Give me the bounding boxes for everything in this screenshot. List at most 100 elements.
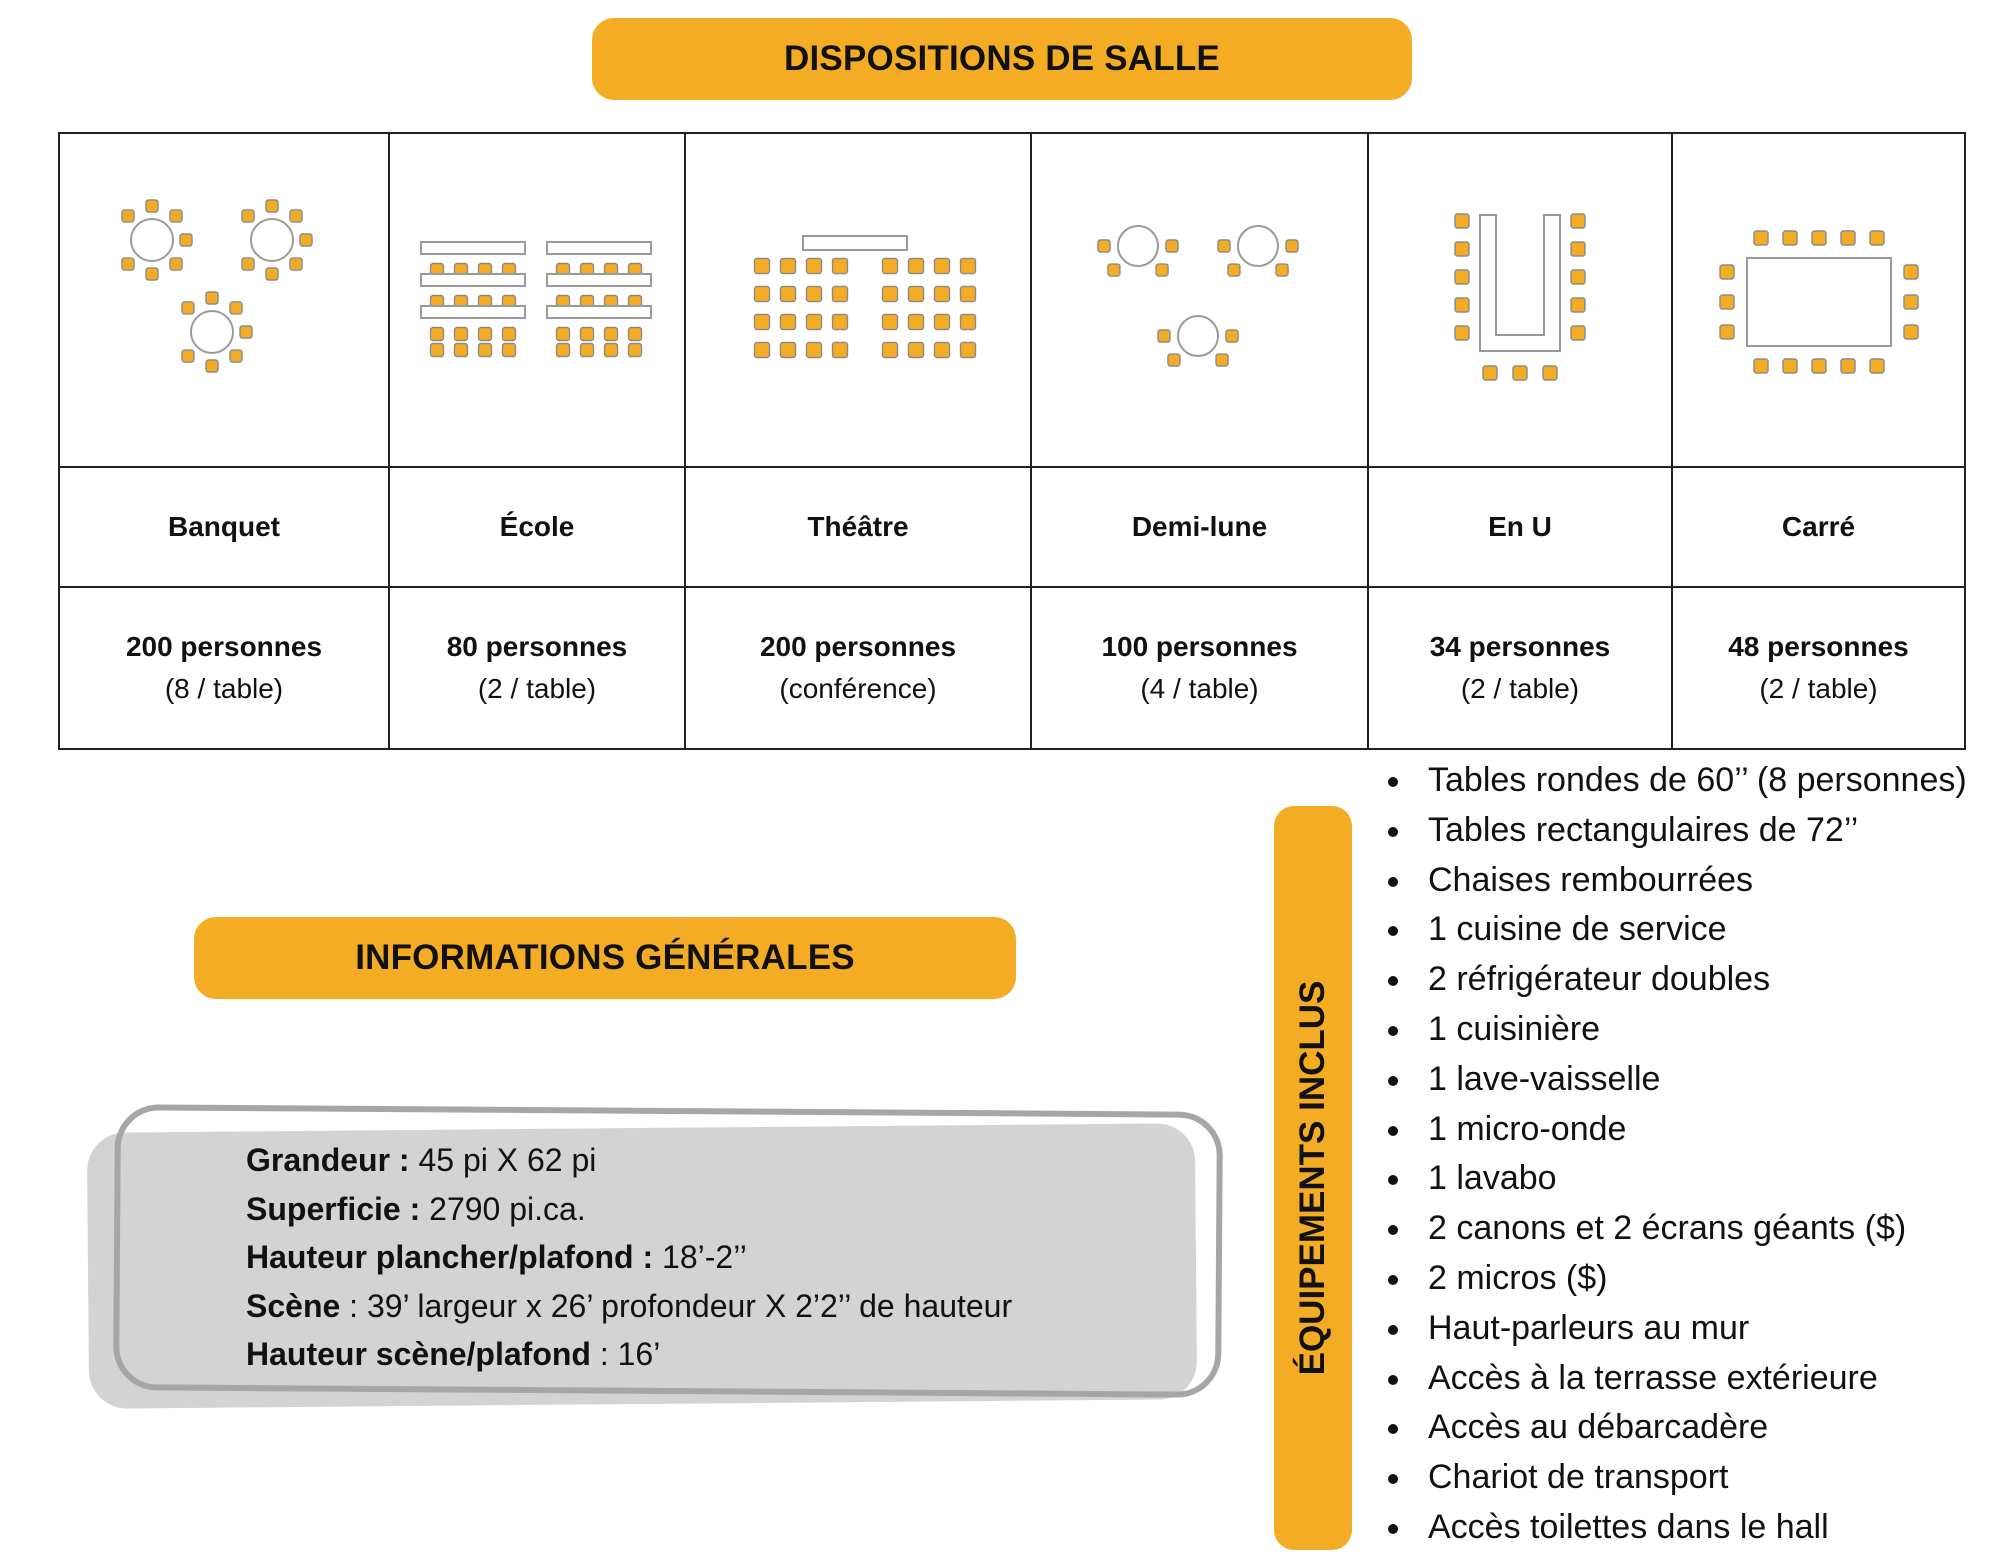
u-shape-diagram-cell bbox=[1367, 132, 1673, 468]
chair-mark bbox=[121, 257, 135, 271]
info-line-ceiling-height: Hauteur plancher/plafond : 18’-2’’ bbox=[246, 1239, 747, 1275]
chair-mark bbox=[1106, 263, 1121, 277]
chair-mark bbox=[1512, 365, 1528, 381]
capacity-value: 200 personnes bbox=[759, 631, 957, 662]
chair-mark bbox=[429, 326, 445, 342]
capacity-detail: (4 / table) bbox=[1140, 673, 1259, 704]
chair-mark bbox=[453, 342, 469, 358]
chair-mark bbox=[933, 285, 951, 303]
chair-mark bbox=[1284, 239, 1299, 253]
chair-mark bbox=[805, 285, 823, 303]
table-mark bbox=[1745, 257, 1892, 347]
bullet-icon bbox=[1388, 1175, 1398, 1186]
capacity-value: 200 personnes bbox=[125, 631, 323, 662]
chair-mark bbox=[881, 341, 899, 359]
chair-mark bbox=[1224, 329, 1239, 343]
chair-mark bbox=[1154, 263, 1169, 277]
table-mark bbox=[546, 241, 652, 255]
chair-mark bbox=[1810, 358, 1827, 374]
chair-mark bbox=[579, 326, 595, 342]
capacity-cell-half-moon: 100 personnes (4 / table) bbox=[1030, 586, 1369, 750]
bullet-icon bbox=[1388, 1025, 1398, 1036]
chair-mark bbox=[1718, 264, 1735, 280]
layout-name-classroom: École bbox=[388, 466, 686, 588]
chair-mark bbox=[959, 285, 977, 303]
chair-mark bbox=[1156, 329, 1171, 343]
chair-mark bbox=[933, 257, 951, 275]
capacity-detail: (2 / table) bbox=[1759, 673, 1878, 704]
bullet-icon bbox=[1388, 1075, 1398, 1086]
chair-mark bbox=[1226, 263, 1241, 277]
chair-mark bbox=[779, 341, 797, 359]
capacity-cell-banquet: 200 personnes (8 / table) bbox=[58, 586, 390, 750]
general-info-lines: Grandeur : 45 pi X 62 pi Superficie : 27… bbox=[246, 1136, 1012, 1379]
bullet-icon bbox=[1388, 1424, 1398, 1435]
chair-mark bbox=[1454, 213, 1470, 229]
bullet-icon bbox=[1388, 1125, 1398, 1136]
chair-mark bbox=[1810, 230, 1827, 246]
chair-mark bbox=[477, 342, 493, 358]
chair-mark bbox=[753, 341, 771, 359]
chair-mark bbox=[205, 359, 219, 373]
list-item: 1 cuisine de service bbox=[1388, 905, 1994, 955]
chair-mark bbox=[501, 326, 517, 342]
bullet-icon bbox=[1388, 976, 1398, 987]
square-diagram-cell bbox=[1671, 132, 1966, 468]
capacity-cell-theatre: 200 personnes (conférence) bbox=[684, 586, 1032, 750]
chair-mark bbox=[831, 313, 849, 331]
chair-mark bbox=[779, 313, 797, 331]
list-item: 1 micro-onde bbox=[1388, 1105, 1994, 1155]
chair-mark bbox=[265, 199, 279, 213]
list-item: Tables rectangulaires de 72’’ bbox=[1388, 806, 1994, 856]
chair-mark bbox=[1454, 297, 1470, 313]
chair-mark bbox=[1570, 269, 1586, 285]
banquet-diagram-cell bbox=[58, 132, 390, 468]
list-item: Haut-parleurs au mur bbox=[1388, 1304, 1994, 1354]
list-item: Accès au débarcadère bbox=[1388, 1403, 1994, 1453]
chair-mark bbox=[241, 209, 255, 223]
half-moon-diagram-cell bbox=[1030, 132, 1369, 468]
capacity-detail: (2 / table) bbox=[1460, 673, 1580, 704]
chair-mark bbox=[1868, 230, 1885, 246]
chair-mark bbox=[1454, 269, 1470, 285]
square-layout-icon bbox=[1718, 230, 1919, 374]
chair-mark bbox=[1718, 294, 1735, 310]
layout-name-square: Carré bbox=[1671, 466, 1966, 588]
equipment-list: Tables rondes de 60’’ (8 personnes) Tabl… bbox=[1388, 756, 1994, 1553]
chair-mark bbox=[1164, 239, 1179, 253]
room-layouts-table: Banquet École Théâtre Demi-lune En U Car… bbox=[58, 132, 1966, 750]
chair-mark bbox=[603, 326, 619, 342]
chair-mark bbox=[805, 313, 823, 331]
chair-mark bbox=[1166, 353, 1181, 367]
chair-mark bbox=[453, 326, 469, 342]
chair-mark bbox=[753, 257, 771, 275]
chair-mark bbox=[429, 342, 445, 358]
chair-mark bbox=[579, 342, 595, 358]
chair-mark bbox=[1718, 324, 1735, 340]
chair-mark bbox=[907, 285, 925, 303]
capacity-detail: (conférence) bbox=[779, 673, 937, 704]
capacity-value: 48 personnes bbox=[1728, 631, 1909, 662]
page-title: DISPOSITIONS DE SALLE bbox=[784, 39, 1220, 78]
equipment-banner: ÉQUIPEMENTS INCLUS bbox=[1274, 806, 1352, 1550]
chair-mark bbox=[1570, 241, 1586, 257]
chair-mark bbox=[959, 257, 977, 275]
layout-name-u-shape: En U bbox=[1367, 466, 1673, 588]
chair-mark bbox=[1781, 358, 1798, 374]
chair-mark bbox=[229, 301, 243, 315]
bullet-icon bbox=[1388, 1274, 1398, 1285]
list-item: 1 cuisinière bbox=[1388, 1005, 1994, 1055]
list-item: Tables rondes de 60’’ (8 personnes) bbox=[1388, 756, 1994, 806]
chair-mark bbox=[239, 325, 253, 339]
info-line-stage-ceiling: Hauteur scène/plafond : 16’ bbox=[246, 1336, 661, 1372]
chair-mark bbox=[1570, 213, 1586, 229]
capacity-detail: (8 / table) bbox=[164, 673, 284, 704]
chair-mark bbox=[831, 257, 849, 275]
table-mark bbox=[1479, 214, 1561, 352]
chair-mark bbox=[959, 341, 977, 359]
chair-mark bbox=[1839, 358, 1856, 374]
layout-name-half-moon: Demi-lune bbox=[1030, 466, 1369, 588]
table-mark bbox=[420, 305, 526, 319]
list-item: Chaises rembourrées bbox=[1388, 856, 1994, 906]
chair-mark bbox=[1454, 241, 1470, 257]
